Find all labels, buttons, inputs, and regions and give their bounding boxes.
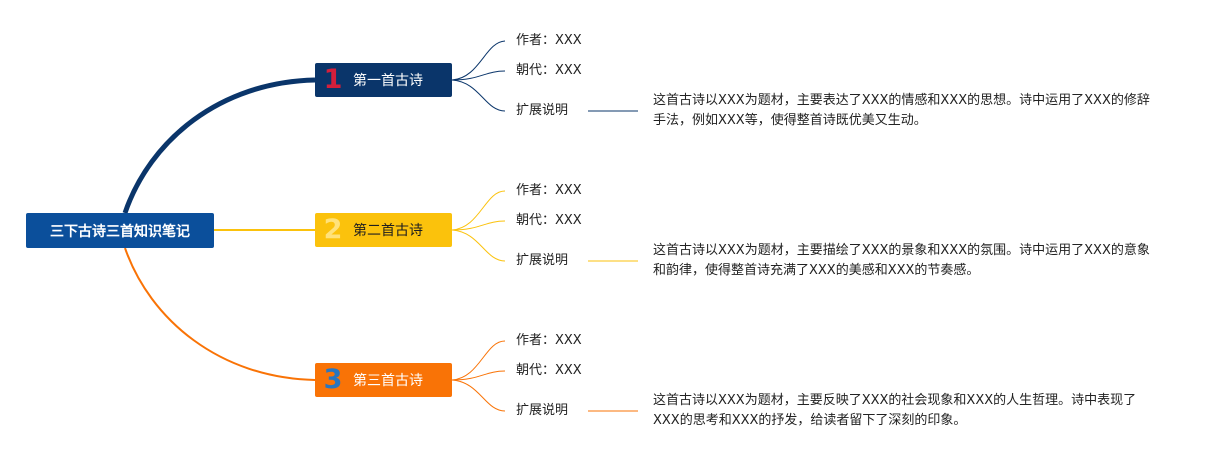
description-3[interactable]: 这首古诗以XXX为题材，主要反映了XXX的社会现象和XXX的人生哲理。诗中表现了… (653, 393, 1137, 428)
connector-b1-author (451, 40, 506, 81)
branch-topic-2-label: 第二首古诗 (353, 223, 423, 239)
leaf-dynasty-2[interactable]: 朝代：XXX (516, 213, 582, 228)
connector-b2-dynasty (451, 220, 506, 231)
root-topic-label: 三下古诗三首知识笔记 (50, 223, 190, 240)
connector-b2-extend (451, 229, 506, 262)
leaf-extend-1[interactable]: 扩展说明 (516, 103, 569, 118)
connector-b1-dynasty (451, 70, 506, 81)
root-topic[interactable]: 三下古诗三首知识笔记 (26, 213, 214, 248)
connector-root-branch-1 (122, 77, 316, 214)
connector-root-branch-3 (124, 247, 316, 381)
number-badge-2: 2 (323, 214, 343, 245)
branch-topic-1[interactable]: 1 第一首古诗 (315, 63, 452, 97)
leaf-dynasty-3[interactable]: 朝代：XXX (516, 363, 582, 378)
connector-b2-author (451, 190, 506, 231)
leaf-dynasty-1[interactable]: 朝代：XXX (516, 63, 582, 78)
connector-b1-extend (451, 79, 506, 112)
number-badge-3: 3 (323, 364, 343, 395)
leaf-extend-3[interactable]: 扩展说明 (516, 403, 569, 418)
number-badge-1: 1 (323, 64, 343, 95)
branch-topic-2[interactable]: 2 第二首古诗 (315, 213, 452, 247)
description-1[interactable]: 这首古诗以XXX为题材，主要表达了XXX的情感和XXX的思想。诗中运用了XXX的… (653, 93, 1150, 128)
connector-b3-extend (451, 379, 506, 412)
connector-b3-author (451, 340, 506, 381)
leaf-author-2[interactable]: 作者：XXX (516, 183, 582, 198)
connector-b3-dynasty (451, 370, 506, 381)
leaf-author-1[interactable]: 作者：XXX (516, 33, 582, 48)
branch-topic-1-label: 第一首古诗 (353, 73, 423, 89)
description-2[interactable]: 这首古诗以XXX为题材，主要描绘了XXX的景象和XXX的氛围。诗中运用了XXX的… (653, 243, 1150, 278)
branch-topic-3[interactable]: 3 第三首古诗 (315, 363, 452, 397)
leaf-author-3[interactable]: 作者：XXX (516, 333, 582, 348)
leaf-extend-2[interactable]: 扩展说明 (516, 253, 569, 268)
branch-topic-3-label: 第三首古诗 (353, 373, 423, 389)
